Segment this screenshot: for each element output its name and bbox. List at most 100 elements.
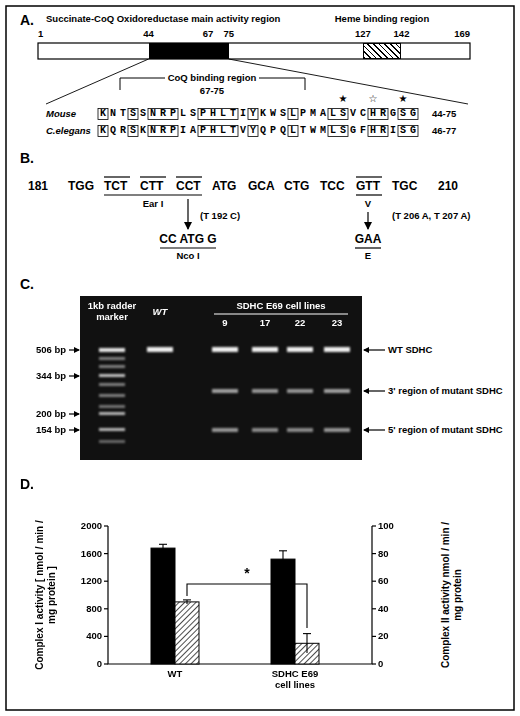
gel-band (212, 347, 238, 352)
size-marker: 200 bp (36, 408, 66, 419)
sequence-marks (140, 176, 166, 177)
nucleotide-number: 210 (438, 179, 458, 193)
residue-number: 169 (454, 28, 470, 39)
protein-map (38, 43, 470, 59)
sequence-marks (367, 212, 368, 229)
conservation-star: ★ (339, 93, 348, 105)
chart-axes (104, 636, 108, 637)
gel-band (287, 428, 313, 432)
gel-image (80, 296, 362, 460)
tick-label: 2000 (81, 520, 102, 531)
lane-group-label: SDHC E69 cell lines (236, 300, 325, 311)
residue-range: 44-75 (432, 108, 456, 119)
pointer-arrow (69, 413, 79, 414)
gel-band (287, 389, 313, 393)
gel-band (99, 374, 125, 377)
mutant-sequence: CC ATG G (159, 232, 216, 246)
region-heading: Heme binding region (335, 13, 429, 24)
codon: TGC (392, 179, 417, 193)
tick-label: 0 (97, 658, 102, 669)
gel-band (99, 365, 125, 368)
tick-label: 400 (86, 630, 102, 641)
sequence-marks (104, 176, 130, 177)
chart-axes (104, 581, 108, 582)
conservation-star: ☆ (369, 93, 378, 105)
lane-label: WT (153, 306, 168, 317)
codon: GTT (356, 179, 380, 193)
tick-label: 20 (378, 630, 389, 641)
nucleotide-number: 181 (28, 179, 48, 193)
codon: TCT (104, 179, 127, 193)
chart-axes (104, 526, 376, 664)
residue-number: 67 (203, 28, 214, 39)
protein-sequence: KNTSSNRPLSPHLTIYKWSLPMALSVCHRGSG (100, 108, 420, 120)
tick-label: 1600 (81, 548, 102, 559)
gel-band (252, 347, 278, 352)
lane-number: 17 (260, 317, 271, 328)
gel-band (252, 428, 278, 432)
chart-axes (372, 608, 376, 609)
panel-letter: A. (20, 12, 34, 29)
residue-number: 1 (38, 28, 43, 39)
gel-band (99, 412, 125, 415)
pointer-arrow (364, 390, 385, 391)
size-marker: 154 bp (36, 424, 66, 435)
size-marker: 506 bp (36, 344, 66, 355)
lane-number: 9 (222, 317, 227, 328)
gel-band (99, 428, 125, 431)
pointer-arrow (69, 429, 79, 430)
error-bar (303, 633, 311, 634)
chart-axes (372, 525, 376, 526)
tick-label: 80 (378, 548, 389, 559)
size-marker: 344 bp (36, 370, 66, 381)
error-bar (159, 544, 311, 653)
mutation-note: (T 206 A, T 207 A) (392, 210, 471, 221)
codon: ATG (212, 179, 236, 193)
sequence-marks (356, 176, 382, 177)
gel-band (99, 347, 350, 443)
codon: CTG (284, 179, 309, 193)
figure-frame (6, 6, 514, 710)
codon: GCA (248, 179, 275, 193)
chart-axes (372, 553, 376, 554)
pointer-arrow (69, 350, 385, 430)
mutant-codon: GAA (355, 232, 382, 246)
bar (271, 559, 295, 664)
sequence-marks (160, 247, 216, 248)
chart-axes (372, 581, 376, 582)
sequence-marks (355, 247, 381, 248)
sequence-marks (176, 176, 202, 177)
residue-number: 142 (394, 28, 410, 39)
tick-label: 60 (378, 575, 389, 586)
bar (175, 602, 199, 664)
gel-band (99, 348, 125, 352)
gel-band (99, 383, 125, 386)
gel-band (252, 389, 278, 393)
mutation-note: (T 192 C) (200, 210, 240, 221)
panel-letter: C. (20, 276, 34, 293)
species-name: C.elegans (46, 125, 91, 136)
pointer-arrow (364, 429, 385, 430)
codon: TGG (68, 179, 94, 193)
protein-map (46, 59, 149, 104)
axis-title: Complex I activity [ nmol / min / mg pro… (34, 520, 58, 670)
protein-sequence: KQRSKNRPIAPHLTVYQPQLTWMLSGFHRISG (100, 125, 420, 137)
band-label: 5' region of mutant SDHC (388, 424, 503, 435)
pointer-arrow (69, 349, 79, 350)
category-label: SDHC E69 cell lines (263, 668, 327, 691)
lane-label: 1kb radder marker (83, 300, 141, 323)
region-bar: Heme binding region (363, 43, 402, 59)
error-bar (306, 634, 307, 653)
codon: CCT (176, 179, 201, 193)
amino-acid: V (365, 198, 371, 209)
error-bar (162, 544, 163, 552)
region-label: CoQ binding region (165, 72, 260, 83)
sequence-marks (104, 194, 202, 195)
tick-label: 100 (378, 520, 394, 531)
protein-map (229, 59, 468, 104)
band-label: 3' region of mutant SDHC (388, 385, 503, 396)
conservation-star: ★ (399, 93, 408, 105)
gel-band (212, 428, 238, 432)
error-bar (159, 544, 167, 545)
codon: TCC (320, 179, 345, 193)
